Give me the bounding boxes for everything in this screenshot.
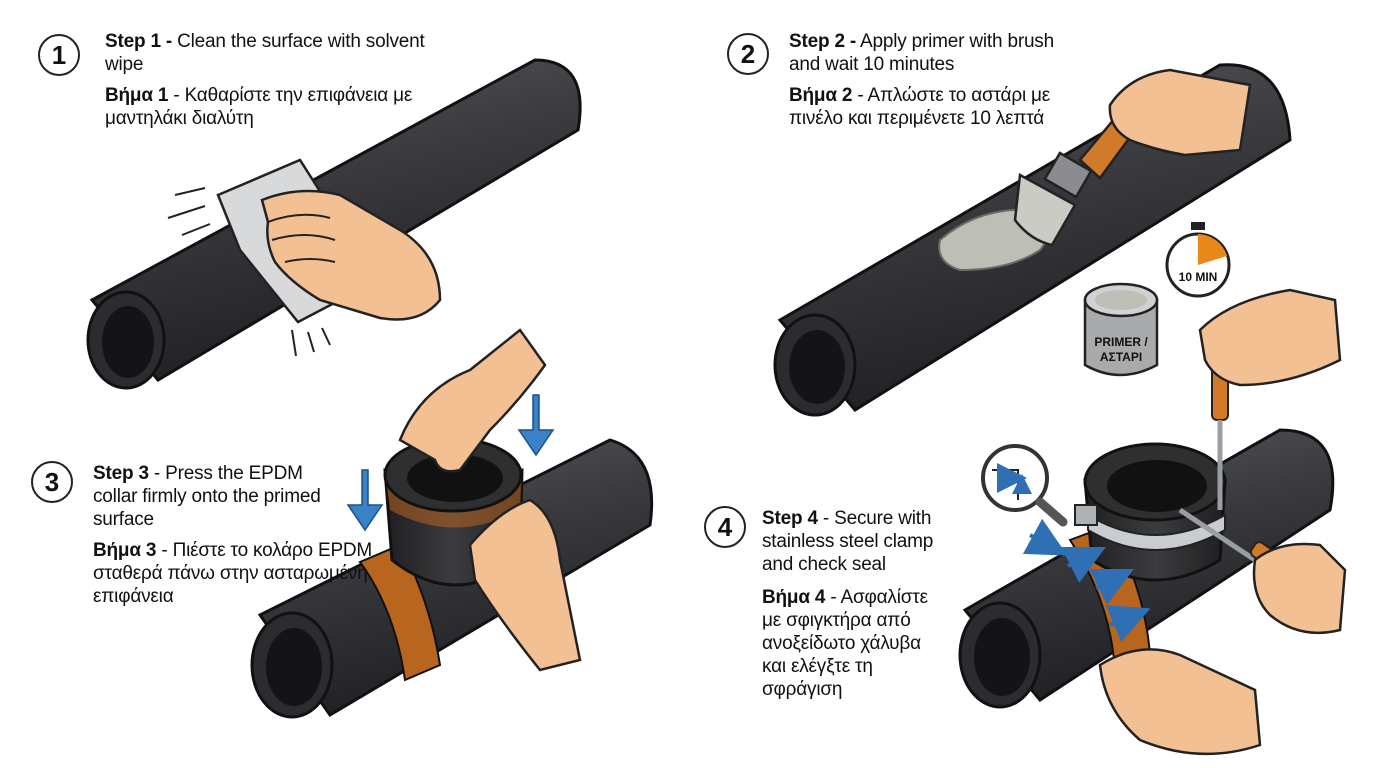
primer-can-label-1: PRIMER / (1094, 335, 1148, 349)
primer-can: PRIMER / ΑΣΤΑΡΙ (1083, 282, 1159, 377)
step-1-number: 1 (38, 34, 80, 76)
hand-holding-brush (1108, 68, 1252, 157)
hand-top-right (1198, 288, 1342, 387)
step-4-gr: Βήμα 4 - Ασφαλίστε με σφιγκτήρα από ανοξ… (762, 587, 928, 700)
step-4-en: Step 4 - Secure with stainless steel cla… (762, 508, 934, 575)
step-3-gr: Βήμα 3 - Πιέστε το κολάρο EPDM σταθερά π… (93, 540, 373, 607)
step-2-text: Step 2 - Apply primer with brush and wai… (789, 30, 1089, 130)
press-arrow-right (517, 394, 555, 457)
stainless-clamp (1074, 504, 1226, 551)
step-2-en: Step 2 - Apply primer with brush and wai… (789, 31, 1054, 75)
step-2-gr: Βήμα 2 - Απλώστε το αστάρι με πινέλο και… (789, 85, 1051, 129)
hand-bottom (1098, 648, 1262, 756)
panel-3-illustration (250, 328, 654, 719)
seal-check-arrows (1022, 518, 1151, 643)
hand-right (1252, 542, 1347, 635)
hand-wiping (260, 189, 442, 321)
panel-1-illustration (86, 58, 582, 390)
step-4-number: 4 (704, 506, 746, 548)
hands-pressing (398, 328, 582, 672)
timer-icon: 10 MIN (1165, 222, 1231, 298)
step-2-number: 2 (727, 33, 769, 75)
step-4-text: Step 4 - Secure with stainless steel cla… (762, 507, 962, 701)
step-3-en: Step 3 - Press the EPDM collar firmly on… (93, 463, 321, 530)
step-1-gr: Βήμα 1 - Καθαρίστε την επιφάνεια με μαντ… (105, 85, 413, 129)
motion-lines (167, 187, 331, 357)
step-3-text: Step 3 - Press the EPDM collar firmly on… (93, 462, 372, 608)
step-3-number: 3 (31, 461, 73, 503)
step-1-en: Step 1 - Clean the surface with solvent … (105, 31, 425, 75)
panel-2-illustration: 10 MIN PRIMER / ΑΣΤΑΡΙ (773, 63, 1292, 417)
primer-can-label-2: ΑΣΤΑΡΙ (1100, 350, 1142, 364)
magnifier-icon (981, 444, 1068, 527)
epdm-collar-4 (1083, 442, 1227, 582)
panel-4-illustration (958, 288, 1347, 756)
press-arrow-left (346, 469, 384, 532)
timer-label: 10 MIN (1179, 270, 1218, 284)
step-1-text: Step 1 - Clean the surface with solvent … (105, 30, 435, 130)
